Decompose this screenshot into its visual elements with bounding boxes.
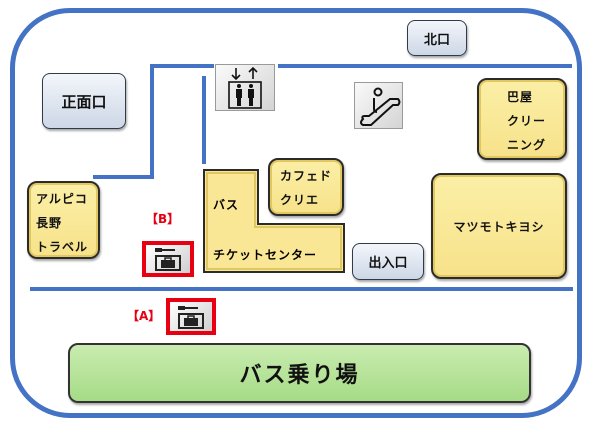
coin-locker-b[interactable] [142, 241, 194, 277]
wall-left-vertical [150, 64, 154, 179]
shop-tomoe-cleaning[interactable]: 巴屋 クリー ニング [477, 78, 567, 160]
locker-a-label: 【A】 [127, 309, 161, 323]
escalator-icon [359, 87, 400, 126]
shop-matsumoto-label: マツモトキヨシ [453, 219, 545, 234]
wall-left-stub [93, 175, 154, 179]
building-outline [10, 8, 582, 418]
wall-top-left [150, 64, 214, 68]
north-entrance[interactable]: 北口 [407, 20, 467, 56]
bus-boarding-label: バス乗り場 [239, 363, 360, 388]
entrance-exit[interactable]: 出入口 [352, 243, 424, 280]
shop-cafe-line1: カフェド [280, 169, 333, 183]
shop-tomoe-line3: ニング [507, 138, 547, 152]
entrance-exit-label: 出入口 [368, 256, 408, 271]
main-entrance[interactable]: 正面口 [42, 73, 126, 129]
shop-alpico-line1: アルピコ [36, 192, 88, 206]
bus-ticket-line1: バス [213, 198, 240, 212]
coin-locker-icon [178, 305, 204, 329]
bus-ticket-center-shape [203, 169, 345, 273]
wall-top-right [278, 64, 572, 68]
shop-alpico-line2: 長野 [36, 216, 63, 230]
escalator[interactable] [354, 82, 403, 129]
wall-inner-vertical [202, 76, 206, 164]
main-entrance-label: 正面口 [61, 92, 107, 111]
shop-matsumoto-kiyoshi[interactable]: マツモトキヨシ [431, 173, 567, 279]
shop-alpico-nagano-travel[interactable]: アルピコ 長野 トラベル [27, 181, 100, 259]
locker-b-label: 【B】 [146, 212, 180, 226]
coin-locker-icon [155, 248, 181, 271]
shop-alpico-line3: トラベル [36, 240, 89, 254]
shop-cafe-line2: クリエ [280, 193, 320, 207]
bus-ticket-center[interactable]: バス チケットセンター [202, 168, 346, 274]
elevator-icon [228, 66, 262, 109]
bus-boarding-area[interactable]: バス乗り場 [68, 343, 531, 403]
shop-cafe-de-crie[interactable]: カフェド クリエ [268, 158, 344, 216]
coin-locker-a[interactable] [166, 298, 216, 335]
bus-ticket-line2: チケットセンター [213, 248, 318, 262]
elevator[interactable] [215, 64, 275, 111]
north-entrance-label: 北口 [423, 32, 450, 48]
shop-tomoe-line1: 巴屋 [507, 90, 534, 104]
shop-tomoe-line2: クリー [507, 114, 547, 128]
wall-bottom [30, 287, 573, 291]
